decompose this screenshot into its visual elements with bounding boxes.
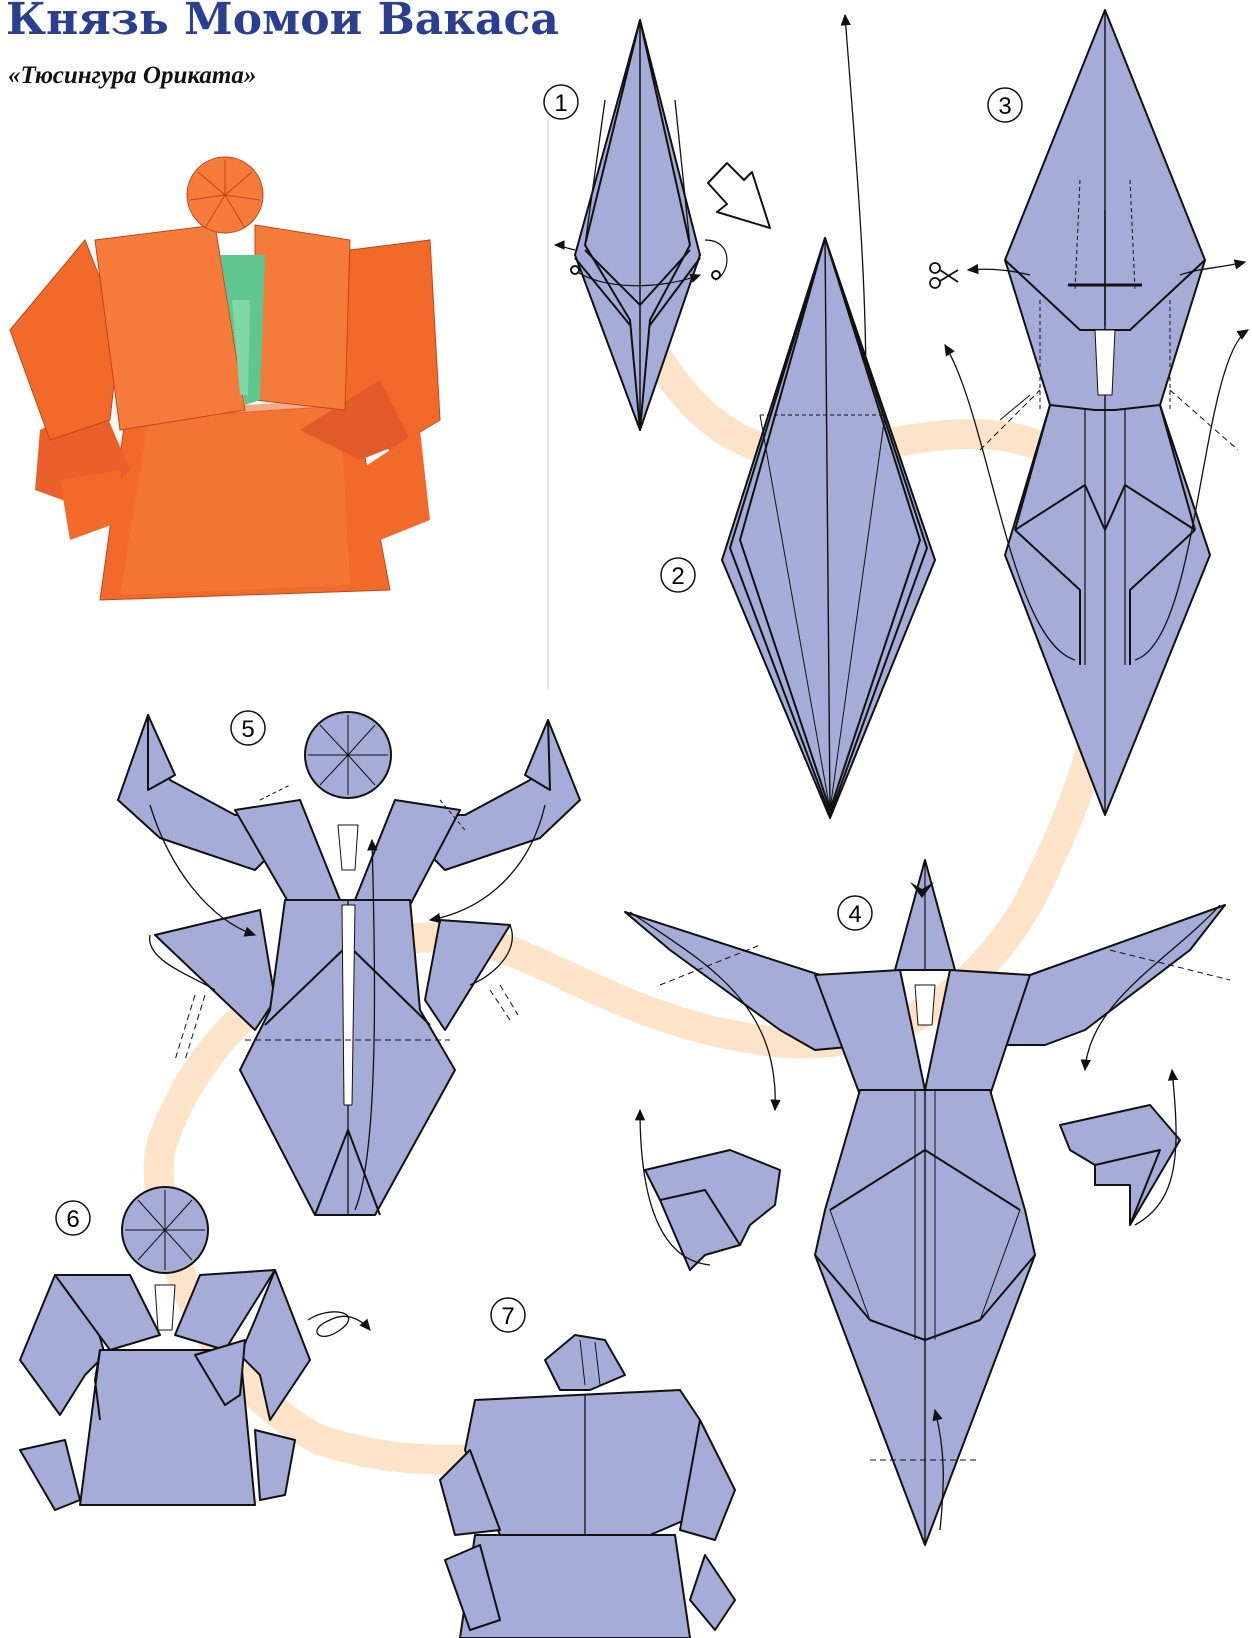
turn-over-icon [308, 1312, 370, 1337]
svg-text:3: 3 [998, 93, 1011, 120]
sleeve-detail-left [640, 1110, 780, 1270]
step-2-diagram [722, 238, 935, 818]
push-arrow-icon [708, 163, 770, 228]
svg-text:6: 6 [66, 1206, 79, 1233]
step-1-number: 1 [544, 85, 578, 119]
svg-text:4: 4 [848, 901, 861, 928]
step-3-diagram [980, 10, 1238, 815]
step-3-number: 3 [988, 88, 1022, 122]
step-1-diagram [555, 20, 727, 430]
sleeve-detail-right [1060, 1070, 1180, 1225]
svg-text:7: 7 [501, 1303, 514, 1330]
step-2-number: 2 [661, 558, 695, 592]
step-6-diagram [20, 1187, 310, 1510]
step-4-number: 4 [838, 896, 872, 930]
scissors-icon [930, 263, 958, 288]
svg-text:1: 1 [554, 90, 567, 117]
step-7-diagram [440, 1335, 735, 1638]
model-photo [10, 157, 440, 620]
step-7-number: 7 [491, 1298, 525, 1332]
svg-text:5: 5 [241, 716, 254, 743]
step-6-number: 6 [56, 1201, 90, 1235]
svg-text:2: 2 [671, 563, 684, 590]
step-5-number: 5 [231, 711, 265, 745]
